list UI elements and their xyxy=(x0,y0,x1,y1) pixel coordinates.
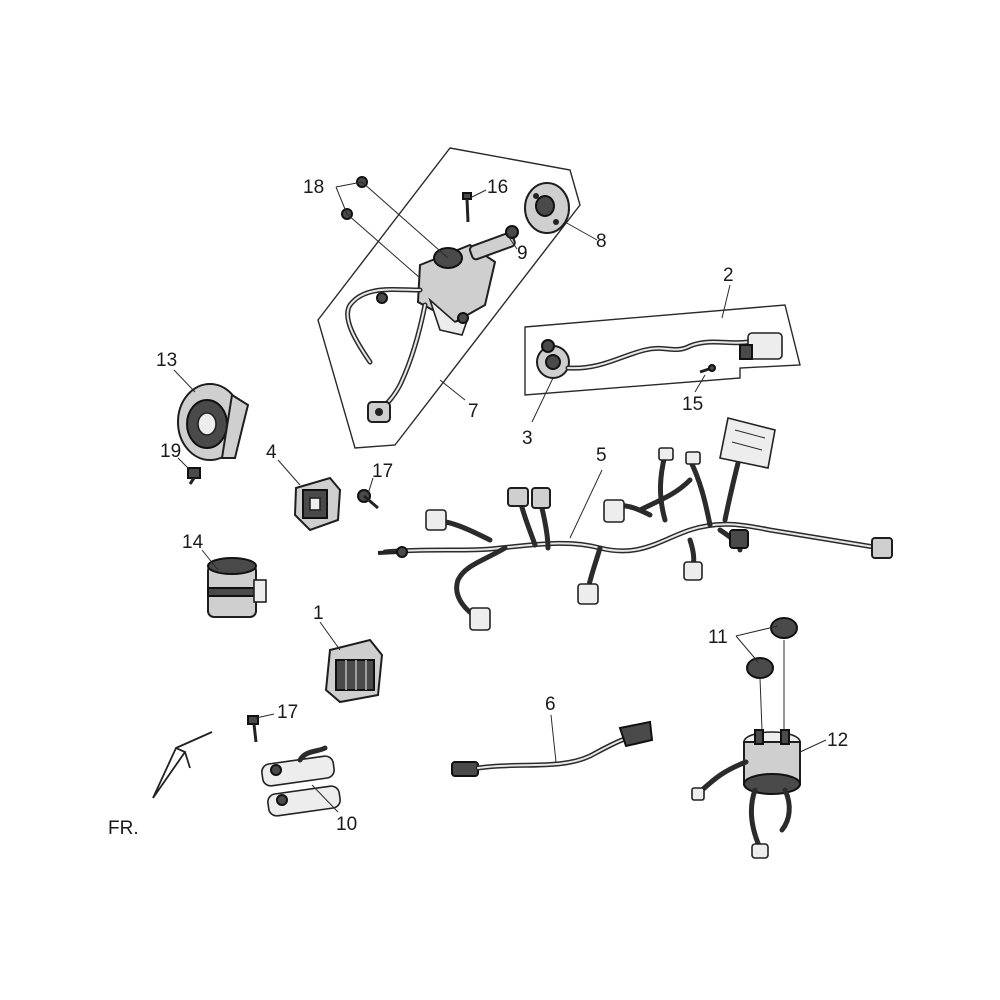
part-2-wire xyxy=(565,339,751,371)
part-12-starter-solenoid xyxy=(691,729,801,859)
callout-4: 4 xyxy=(266,442,277,463)
ignition-connector xyxy=(367,401,391,423)
part-3-sensor xyxy=(536,339,570,379)
leader-lines xyxy=(173,181,827,813)
callout-14: 14 xyxy=(182,532,204,553)
part-17-bolt-upper xyxy=(357,489,379,510)
part-4-relay xyxy=(293,476,342,532)
callout-8: 8 xyxy=(596,231,607,252)
callout-7: 7 xyxy=(468,401,479,422)
part-19-bolt xyxy=(187,467,201,485)
callout-9: 9 xyxy=(517,243,528,264)
group-7-outline xyxy=(317,147,581,449)
callout-2: 2 xyxy=(723,265,734,286)
callout-6: 6 xyxy=(545,694,556,715)
part-16-screw xyxy=(462,192,472,223)
front-label: FR. xyxy=(108,818,139,839)
callout-5: 5 xyxy=(596,445,607,466)
callout-19: 19 xyxy=(160,441,181,462)
callout-11: 11 xyxy=(708,627,728,648)
front-direction-arrow xyxy=(152,731,213,799)
callout-17-lower: 17 xyxy=(277,702,298,723)
part-10-fuse-holders xyxy=(261,745,341,817)
callout-13: 13 xyxy=(156,350,177,371)
callout-3: 3 xyxy=(522,428,533,449)
part-1-regulator xyxy=(324,638,384,704)
callout-12: 12 xyxy=(827,730,848,751)
part-13-horn xyxy=(177,383,250,461)
callout-16: 16 xyxy=(487,177,508,198)
ignition-switch-body xyxy=(376,225,519,336)
part-6-ground-wire xyxy=(451,720,654,777)
part-5-wire-harness xyxy=(377,417,893,631)
group-2-outline xyxy=(524,304,801,396)
ignition-wire-down xyxy=(375,302,428,415)
part-15-screw xyxy=(699,364,716,374)
callout-18: 18 xyxy=(303,177,324,198)
part-8-key-cover xyxy=(524,182,570,234)
part-2-connector xyxy=(739,332,783,360)
callout-15: 15 xyxy=(682,394,703,415)
callout-17-upper: 17 xyxy=(372,461,393,482)
part-14-starter-relay xyxy=(207,557,267,618)
part-17-bolt-lower xyxy=(247,715,259,743)
callout-10: 10 xyxy=(336,814,357,835)
callout-1: 1 xyxy=(313,603,324,624)
